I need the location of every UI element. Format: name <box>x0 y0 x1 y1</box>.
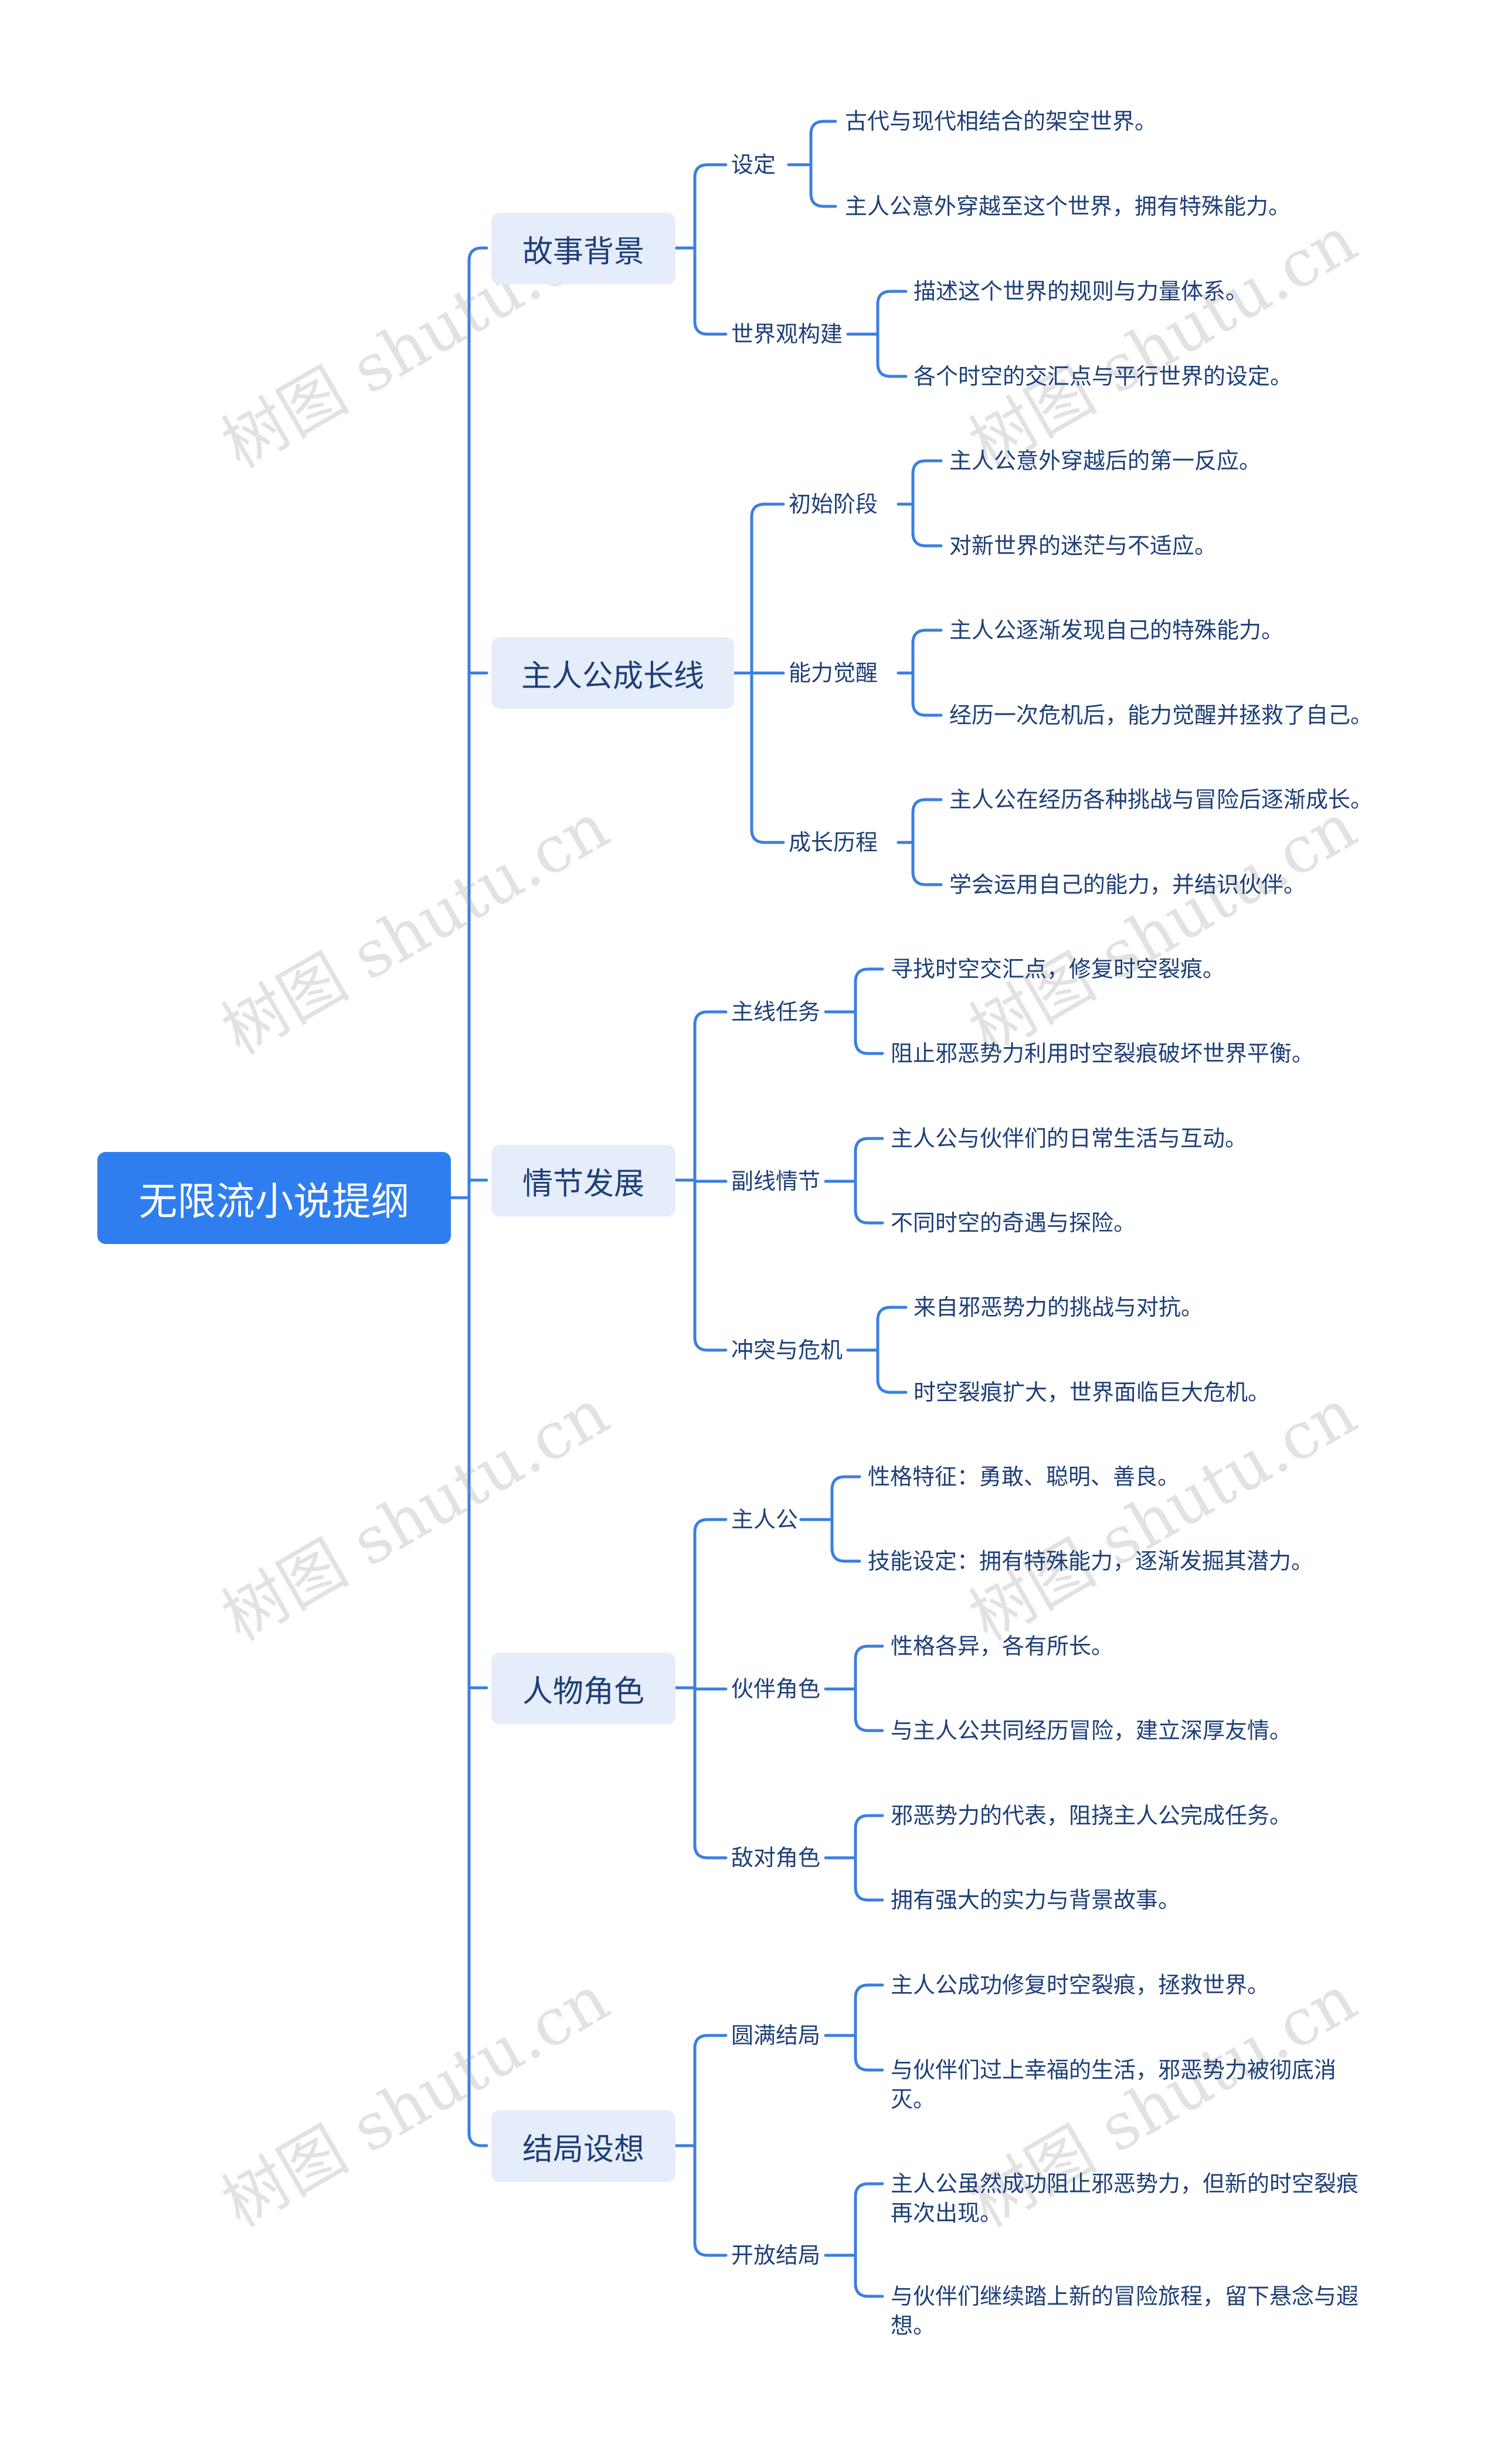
connector-line <box>911 628 943 645</box>
connector-line <box>693 1335 728 1352</box>
connector-line <box>876 1378 908 1394</box>
connector-line <box>854 1644 884 1661</box>
topic-story-background[interactable]: 故事背景 <box>491 213 675 284</box>
connector-line <box>467 246 488 263</box>
connector-line <box>854 2282 884 2298</box>
topic-protagonist-growth[interactable]: 主人公成长线 <box>491 637 734 709</box>
subtopic-setting[interactable]: 设定 <box>731 152 776 178</box>
leaf-text: 主人公意外穿越至这个世界，拥有特殊能力。 <box>845 193 1291 219</box>
leaf-text: 不同时空的奇遇与探险。 <box>891 1210 1136 1236</box>
leaf-text: 对新世界的迷茫与不适应。 <box>949 533 1217 559</box>
leaf-text: 古代与现代相结合的架空世界。 <box>845 108 1157 134</box>
connector-line <box>876 362 908 378</box>
subtopic-antagonists[interactable]: 敌对角色 <box>731 1845 821 1871</box>
subtopic-companions[interactable]: 伙伴角色 <box>731 1676 821 1702</box>
subtopic-happy-ending[interactable]: 圆满结局 <box>731 2023 821 2048</box>
connector-line <box>693 1843 728 1860</box>
leaf-text: 主人公成功修复时空裂痕，拯救世界。 <box>891 1972 1270 1998</box>
leaf-text: 来自邪恶势力的挑战与对抗。 <box>913 1294 1204 1320</box>
leaf-text: 主人公在经历各种挑战与冒险后逐渐成长。 <box>949 787 1373 813</box>
connector-line <box>854 967 884 984</box>
leaf-text: 学会运用自己的能力，并结识伙伴。 <box>949 872 1306 898</box>
connector-line <box>854 1137 884 1153</box>
leaf-text: 经历一次危机后，能力觉醒并拯救了自己。 <box>949 702 1373 728</box>
leaf-text: 主人公虽然成功阻止邪恶势力，但新的时空裂痕再次出现。 <box>891 2171 1359 2226</box>
connector-line <box>854 1039 884 1055</box>
connector-line <box>693 1518 728 1534</box>
connector-line <box>750 828 785 844</box>
connector-line <box>911 701 943 717</box>
subtopic-initial-stage[interactable]: 初始阶段 <box>789 491 878 517</box>
connector-line <box>854 1814 884 1830</box>
connector-line <box>876 290 908 306</box>
connector-line <box>693 320 728 336</box>
connector-line <box>911 531 943 548</box>
subtopic-worldview[interactable]: 世界观构建 <box>731 321 843 347</box>
topic-ending-ideas[interactable]: 结局设想 <box>491 2110 675 2182</box>
connector-line <box>876 1306 908 1322</box>
connector-line <box>854 1716 884 1732</box>
connector-line <box>854 2182 884 2198</box>
connector-line <box>911 798 943 814</box>
leaf-text: 主人公与伙伴们的日常生活与互动。 <box>891 1126 1248 1151</box>
leaf-text: 时空裂痕扩大，世界面临巨大危机。 <box>913 1379 1271 1405</box>
connector-line <box>911 459 943 475</box>
leaf-text: 寻找时空交汇点，修复时空裂痕。 <box>891 956 1225 982</box>
leaf-text: 主人公意外穿越后的第一反应。 <box>949 448 1262 474</box>
connector-line <box>693 2241 728 2257</box>
topic-characters[interactable]: 人物角色 <box>491 1653 675 1724</box>
connector-line <box>854 2055 884 2072</box>
subtopic-conflict-crisis[interactable]: 冲突与危机 <box>731 1337 843 1363</box>
leaf-text: 描述这个世界的规则与力量体系。 <box>913 278 1248 304</box>
leaf-text: 阻止邪恶势力利用时空裂痕破坏世界平衡。 <box>891 1041 1315 1066</box>
leaf-text: 与伙伴们继续踏上新的冒险旅程，留下悬念与遐想。 <box>891 2283 1359 2339</box>
subtopic-open-ending[interactable]: 开放结局 <box>731 2242 821 2268</box>
connector-line <box>693 1010 728 1027</box>
topic-plot-development[interactable]: 情节发展 <box>491 1145 675 1216</box>
subtopic-growth-journey[interactable]: 成长历程 <box>789 830 878 855</box>
connector-line <box>809 120 837 136</box>
leaf-text: 主人公逐渐发现自己的特殊能力。 <box>949 617 1284 643</box>
subtopic-side-plot[interactable]: 副线情节 <box>731 1168 821 1194</box>
connector-line <box>830 1547 861 1563</box>
connector-line <box>467 2131 488 2147</box>
subtopic-ability-awakening[interactable]: 能力觉醒 <box>789 660 878 686</box>
leaf-text: 各个时空的交汇点与平行世界的设定。 <box>913 363 1293 389</box>
connector-line <box>911 870 943 886</box>
connector-line <box>830 1475 861 1491</box>
leaf-text: 拥有强大的实力与背景故事。 <box>891 1887 1181 1913</box>
connector-line <box>809 192 837 208</box>
connector-line <box>854 1208 884 1225</box>
subtopic-main-quest[interactable]: 主线任务 <box>731 999 821 1025</box>
connector-line <box>854 1983 884 2000</box>
leaf-text: 技能设定：拥有特殊能力，逐渐发掘其潜力。 <box>868 1548 1314 1574</box>
connector-line <box>750 502 785 519</box>
root-topic[interactable]: 无限流小说提纲 <box>97 1152 451 1244</box>
leaf-text: 性格特征：勇敢、聪明、善良。 <box>868 1464 1180 1490</box>
leaf-text: 性格各异，各有所长。 <box>891 1633 1114 1659</box>
connector-line <box>693 163 728 179</box>
leaf-text: 与主人公共同经历冒险，建立深厚友情。 <box>891 1718 1292 1744</box>
connector-line <box>693 2034 728 2050</box>
subtopic-protagonist[interactable]: 主人公 <box>731 1507 799 1532</box>
leaf-text: 邪恶势力的代表，阻挠主人公完成任务。 <box>891 1803 1292 1829</box>
connector-line <box>854 1885 884 1902</box>
leaf-text: 与伙伴们过上幸福的生活，邪恶势力被彻底消灭。 <box>891 2057 1337 2112</box>
